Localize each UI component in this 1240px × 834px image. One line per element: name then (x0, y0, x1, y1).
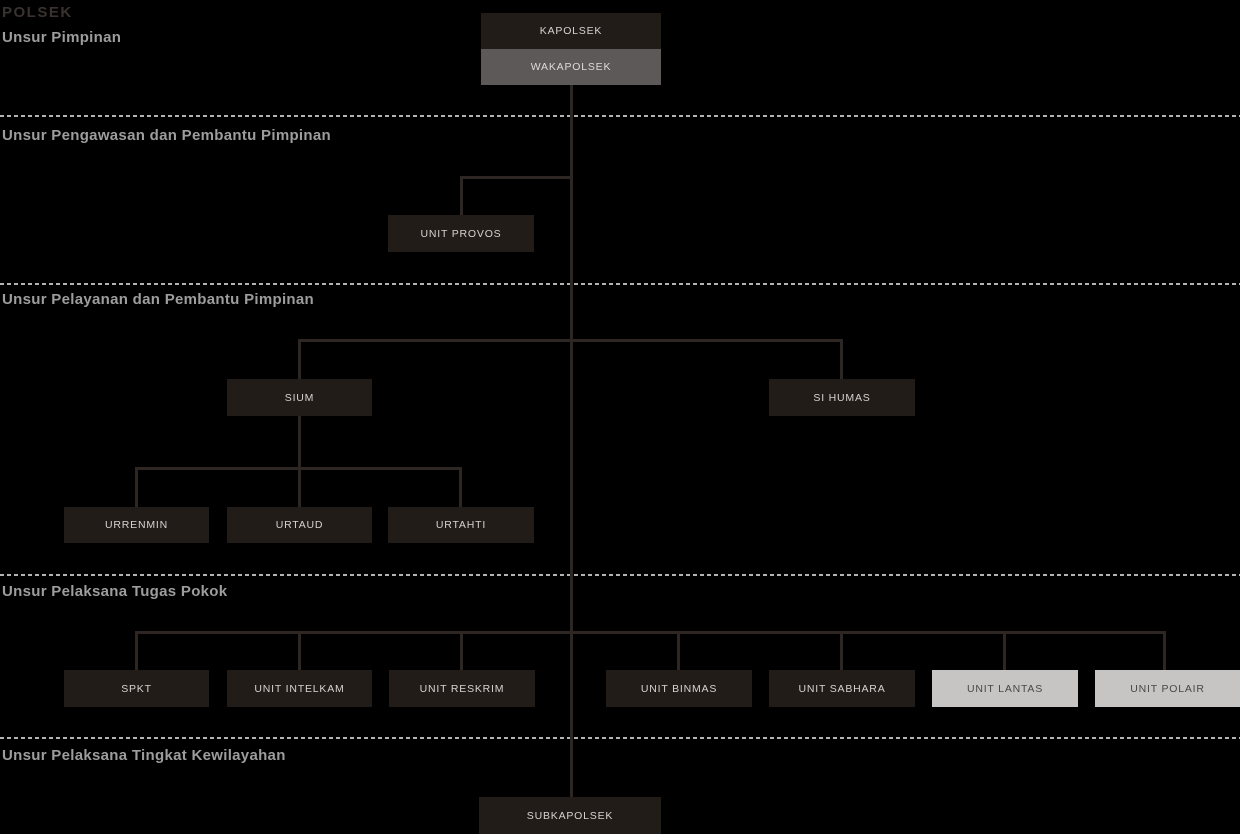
connector-services-h (298, 339, 843, 342)
node-unit-lantas[interactable]: UNIT LANTAS (932, 670, 1078, 707)
node-unit-reskrim[interactable]: UNIT RESKRIM (389, 670, 535, 707)
node-kapolsek[interactable]: KAPOLSEK (481, 13, 661, 49)
node-unit-intelkam[interactable]: UNIT INTELKAM (227, 670, 372, 707)
node-urrenmin[interactable]: URRENMIN (64, 507, 209, 543)
node-spkt[interactable]: SPKT (64, 670, 209, 707)
connector-polair-drop (1163, 631, 1166, 671)
section-label-unsur-pengawasan: Unsur Pengawasan dan Pembantu Pimpinan (2, 127, 331, 144)
section-label-unsur-pimpinan: Unsur Pimpinan (2, 29, 122, 46)
page-title: POLSEK (2, 4, 73, 21)
section-label-unsur-pelaksana-kewilayahan: Unsur Pelaksana Tingkat Kewilayahan (2, 747, 286, 764)
section-divider (0, 737, 1240, 739)
node-wakapolsek[interactable]: WAKAPOLSEK (481, 49, 661, 85)
connector-trunk (570, 85, 573, 797)
connector-intelkam-drop (298, 631, 301, 671)
node-si-humas[interactable]: SI HUMAS (769, 379, 915, 416)
connector-provos-h (460, 176, 573, 179)
section-label-unsur-pelayanan: Unsur Pelayanan dan Pembantu Pimpinan (2, 291, 315, 308)
node-urtahti[interactable]: URTAHTI (388, 507, 534, 543)
node-subkapolsek[interactable]: SUBKAPOLSEK (479, 797, 661, 834)
connector-lantas-drop (1003, 631, 1006, 671)
section-divider (0, 283, 1240, 285)
connector-sium-drop (298, 339, 301, 380)
section-label-unsur-pelaksana-tugas-pokok: Unsur Pelaksana Tugas Pokok (2, 583, 228, 600)
connector-sabhara-drop (840, 631, 843, 671)
connector-sium-stem (298, 415, 301, 469)
connector-provos-drop (460, 176, 463, 216)
node-unit-sabhara[interactable]: UNIT SABHARA (769, 670, 915, 707)
connector-urtahti-drop (459, 467, 462, 508)
section-divider (0, 115, 1240, 117)
connector-urrenmin-drop (135, 467, 138, 508)
connector-core-units-h (135, 631, 1166, 634)
section-divider (0, 574, 1240, 576)
node-unit-polair[interactable]: UNIT POLAIR (1095, 670, 1240, 707)
connector-urtaud-drop (298, 467, 301, 508)
connector-sihumas-drop (840, 339, 843, 380)
connector-spkt-drop (135, 631, 138, 671)
connector-binmas-drop (677, 631, 680, 671)
node-unit-binmas[interactable]: UNIT BINMAS (606, 670, 752, 707)
connector-reskrim-drop (460, 631, 463, 671)
node-urtaud[interactable]: URTAUD (227, 507, 372, 543)
node-unit-provos[interactable]: UNIT PROVOS (388, 215, 534, 252)
node-sium[interactable]: SIUM (227, 379, 372, 416)
